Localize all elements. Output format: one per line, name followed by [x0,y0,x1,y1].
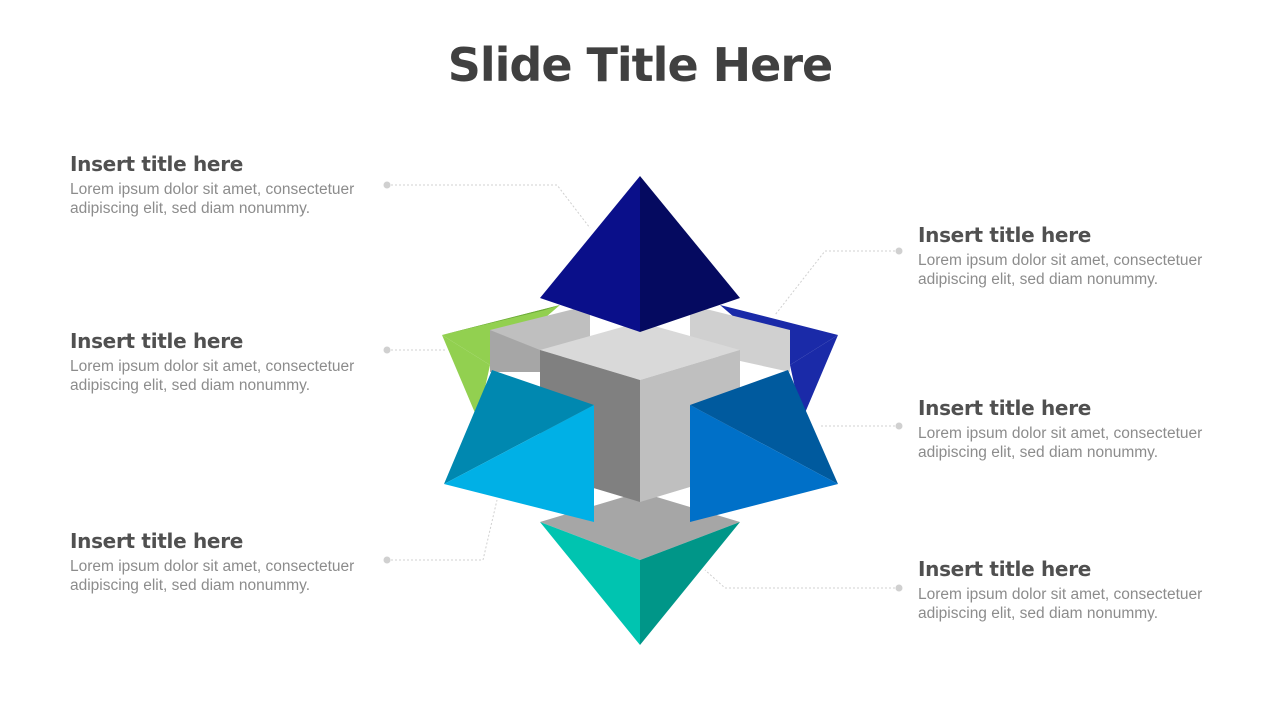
callout-title: Insert title here [70,152,244,176]
connector-dot-middle-right [895,422,903,430]
connector-dot-middle-left [383,346,391,354]
connector-dot-bottom-left [383,556,391,564]
callout-top-left: Insert title here Lorem ipsum dolor sit … [70,152,400,218]
callout-middle-left: Insert title here Lorem ipsum dolor sit … [70,329,400,395]
callout-middle-right: Insert title here Lorem ipsum dolor sit … [918,396,1248,462]
connector-lines [387,184,899,589]
callout-body: Lorem ipsum dolor sit amet, consectetuer… [70,181,355,217]
callout-body: Lorem ipsum dolor sit amet, consectetuer… [70,558,355,594]
left-front-pyramid [444,370,594,522]
connector-dot-top-right [895,247,903,255]
callout-title: Insert title here [70,529,244,553]
callout-body: Lorem ipsum dolor sit amet, consectetuer… [918,252,1203,288]
bottom-pyramid [540,522,740,645]
connector-dot-bottom-right [895,584,903,592]
connector-bottom-left [387,499,498,561]
callout-top-right: Insert title here Lorem ipsum dolor sit … [918,223,1248,289]
callout-title: Insert title here [918,223,1092,247]
connector-top-left [387,184,591,229]
connector-dot-top-left [383,181,391,189]
connector-top-right [774,250,899,316]
callout-bottom-right: Insert title here Lorem ipsum dolor sit … [918,557,1248,623]
callout-body: Lorem ipsum dolor sit amet, consectetuer… [918,425,1203,461]
callout-title: Insert title here [70,329,244,353]
callout-bottom-left: Insert title here Lorem ipsum dolor sit … [70,529,400,595]
callout-title: Insert title here [918,557,1092,581]
right-front-pyramid [690,370,838,522]
callout-body: Lorem ipsum dolor sit amet, consectetuer… [918,586,1203,622]
callout-body: Lorem ipsum dolor sit amet, consectetuer… [70,358,355,394]
top-pyramid [540,176,740,332]
connector-dots [383,181,903,592]
callout-title: Insert title here [918,396,1092,420]
slide-title: Slide Title Here [447,38,834,92]
connector-bottom-right [704,569,899,589]
